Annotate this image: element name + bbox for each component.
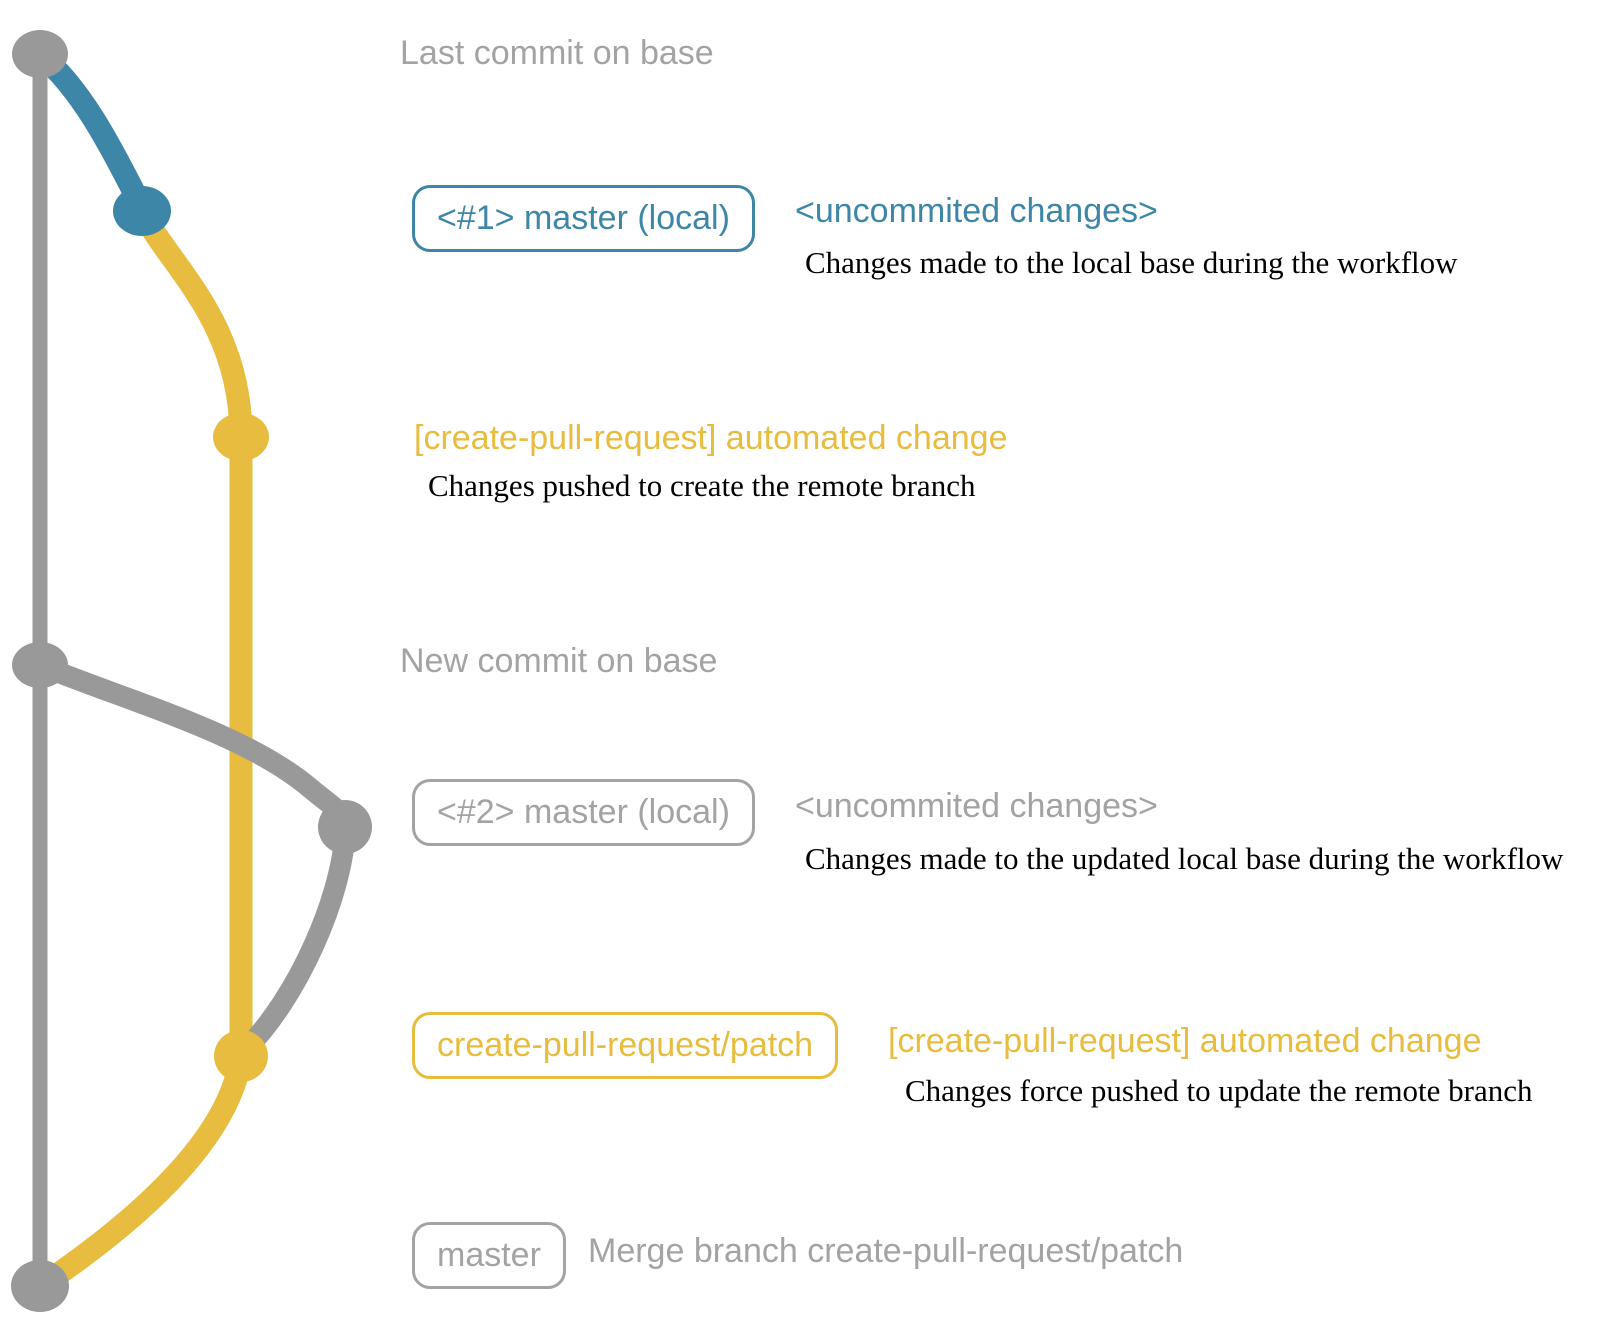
branch-badge-master-local-2: <#2> master (local) <box>412 779 755 846</box>
merge-branch-line <box>32 1044 253 1296</box>
branch-badge-master: master <box>412 1222 566 1289</box>
commit-dot-push-1 <box>213 413 269 461</box>
automated-change-title-2: [create-pull-request] automated change <box>888 1022 1482 1060</box>
pull-request-branch-line <box>130 199 253 1068</box>
new-commit-label: New commit on base <box>400 642 718 680</box>
branch-badge-master-local-1: <#1> master (local) <box>412 185 755 252</box>
caption-push-2: Changes force pushed to update the remot… <box>905 1073 1533 1108</box>
commit-dot-last-base <box>12 30 68 78</box>
uncommited-changes-label-2: <uncommited changes> <box>795 787 1158 825</box>
merge-commit-label: Merge branch create-pull-request/patch <box>588 1232 1184 1270</box>
uncommited-changes-label-1: <uncommited changes> <box>795 192 1158 230</box>
caption-local-changes-1: Changes made to the local base during th… <box>805 245 1458 280</box>
commit-dot-local-1 <box>113 186 171 236</box>
branch-badge-create-pull-request-patch: create-pull-request/patch <box>412 1012 839 1079</box>
last-commit-label: Last commit on base <box>400 34 714 72</box>
commit-dot-local-2 <box>318 800 372 854</box>
commit-dot-merge <box>11 1260 69 1312</box>
local-changes-branch-line-2 <box>29 654 356 1065</box>
automated-change-title-1: [create-pull-request] automated change <box>414 419 1008 457</box>
commit-dot-new-base <box>12 642 68 688</box>
caption-push-1: Changes pushed to create the remote bran… <box>428 468 976 503</box>
commit-dot-push-2 <box>214 1030 268 1082</box>
local-changes-branch-line-1 <box>28 42 154 220</box>
caption-local-changes-2: Changes made to the updated local base d… <box>805 841 1564 876</box>
